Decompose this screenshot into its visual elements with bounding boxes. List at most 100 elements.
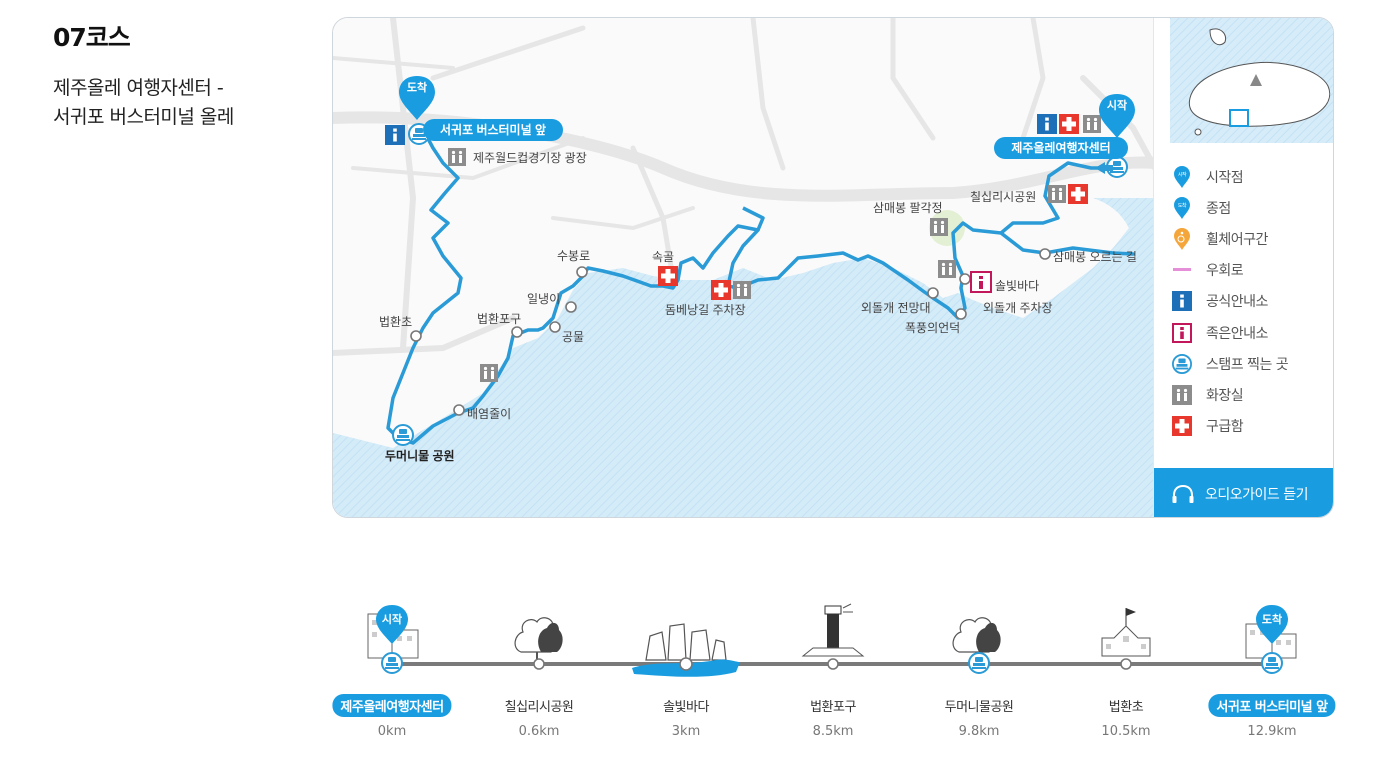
jeju-overview-map — [1170, 18, 1333, 143]
wheelchair-icon — [1172, 227, 1192, 250]
svg-text:시작: 시작 — [1178, 171, 1187, 178]
place-labels: 제주월드컵경기장 광장 법환초 법환포구 일냉이 수봉로 공물 속골 돔베낭길 … — [379, 151, 1137, 463]
stop-distance: 3km — [671, 724, 701, 739]
legend-item-toilet: 화장실 — [1172, 379, 1288, 410]
stop-distance: 10.5km — [1101, 724, 1151, 739]
legend-label: 화장실 — [1206, 387, 1244, 404]
stop-name: 법환포구 — [810, 700, 856, 715]
place-subongro: 수봉로 — [557, 249, 590, 263]
stamp-icon — [1172, 353, 1192, 374]
stop-dumeonimul[interactable]: 두머니물공원 9.8km — [899, 590, 1059, 750]
legend-item-end: 도착 종점 — [1172, 192, 1288, 223]
headphones-icon — [1171, 484, 1195, 504]
stop-solbitbada[interactable]: 솔빛바다 3km — [606, 590, 766, 750]
stop-beophwanpogu[interactable]: 법환포구 8.5km — [753, 590, 913, 750]
place-ilnaengi: 일냉이 — [527, 292, 560, 306]
place-baeyeomjuri: 배염줄이 — [467, 407, 511, 421]
jeju-island-outline — [1188, 61, 1331, 127]
legend-label: 공식안내소 — [1206, 294, 1268, 311]
facility-icons — [385, 114, 1128, 446]
legend-label: 구급함 — [1206, 419, 1244, 436]
legend-item-wheelchair: 휠체어구간 — [1172, 223, 1288, 254]
stop-start[interactable]: 시작 제주올레여행자센터 0km — [312, 590, 472, 750]
forest-illustration — [952, 617, 1001, 674]
stop-distance: 12.9km — [1247, 724, 1297, 739]
building-illustration: 시작 — [367, 605, 419, 674]
stop-chilsimni[interactable]: 칠십리시공원 0.6km — [459, 590, 619, 750]
legend-label: 휠체어구간 — [1206, 231, 1268, 248]
legend-label: 스탬프 찍는 곳 — [1206, 356, 1289, 373]
stop-name: 솔빛바다 — [663, 700, 709, 715]
place-samaebong-road: 삼매봉 오르는 길 — [1053, 250, 1137, 264]
place-solbitbada: 솔빛바다 — [995, 279, 1039, 293]
place-beophwanpogu: 법환포구 — [477, 312, 521, 326]
stop-name: 칠십리시공원 — [504, 700, 574, 715]
legend-item-detour: 우회로 — [1172, 255, 1288, 286]
official-info-icon — [1172, 291, 1192, 312]
legend-item-first-aid: 구급함 — [1172, 411, 1288, 442]
place-sokgol: 속골 — [652, 250, 674, 264]
building-illustration: 도착 — [1245, 605, 1297, 674]
course-subtitle: 제주올레 여행자센터 - 서귀포 버스터미널 올레 — [53, 74, 234, 132]
place-dombenang: 돔베낭길 주차장 — [665, 303, 746, 317]
map-end-badge: 도착 — [407, 80, 427, 94]
place-beophwancho: 법환초 — [379, 315, 412, 329]
subtitle-line-2: 서귀포 버스터미널 올레 — [53, 106, 234, 128]
toilet-icon — [1172, 384, 1192, 405]
legend-item-stamp: 스탬프 찍는 곳 — [1172, 348, 1289, 379]
start-pin-icon: 시작 — [1172, 165, 1192, 188]
sea-area — [333, 218, 1155, 517]
map-canvas[interactable]: 시작 제주올레여행자센터 도착 서귀포 버스터미널 앞 제주월드컵경기장 광장 … — [333, 18, 1155, 518]
audio-guide-button[interactable]: 오디오가이드 듣기 — [1154, 468, 1333, 517]
legend-label: 종점 — [1206, 200, 1231, 217]
lighthouse-illustration — [801, 603, 865, 670]
strip-end-badge: 도착 — [1262, 612, 1282, 626]
place-worldcup: 제주월드컵경기장 광장 — [473, 151, 587, 165]
place-gongmul: 공물 — [562, 330, 584, 344]
legend-item-official-info: 공식안내소 — [1172, 286, 1288, 317]
place-dumeonimul: 두머니물 공원 — [385, 448, 455, 463]
subtitle-line-1: 제주올레 여행자센터 - — [53, 77, 224, 99]
end-pin-icon: 도착 — [1172, 196, 1192, 219]
legend-label: 시작점 — [1206, 169, 1244, 186]
stop-name: 법환초 — [1108, 700, 1144, 715]
map-start-label: 제주올레여행자센터 — [1011, 140, 1110, 155]
stop-name: 두머니물공원 — [944, 700, 1014, 715]
stop-beophwancho[interactable]: 법환초 10.5km — [1046, 590, 1206, 750]
course-title: 07코스 — [53, 23, 131, 52]
detour-line-icon — [1172, 260, 1192, 280]
stop-name: 서귀포 버스터미널 앞 — [1208, 694, 1336, 717]
map-end-label: 서귀포 버스터미널 앞 — [440, 122, 546, 137]
stop-name: 제주올레여행자센터 — [332, 694, 452, 717]
stop-distance: 8.5km — [812, 724, 854, 739]
place-oedolgae-view: 외돌개 전망대 — [861, 301, 931, 315]
place-chilsimni: 칠십리시공원 — [970, 190, 1036, 204]
legend-label: 족은안내소 — [1206, 325, 1268, 342]
place-samaebong-pavilion: 삼매봉 팔각정 — [873, 201, 943, 215]
course-map[interactable]: 시작 제주올레여행자센터 도착 서귀포 버스터미널 앞 제주월드컵경기장 광장 … — [332, 17, 1334, 518]
stop-distance: 0km — [377, 724, 407, 739]
first-aid-icon — [1172, 416, 1192, 437]
route-line — [386, 131, 1135, 445]
course-progress-strip: 시작 제주올레여행자센터 0km 칠십리시공원 0.6km 솔빛바다 3km — [332, 590, 1336, 750]
strip-start-badge: 시작 — [382, 612, 402, 626]
stop-end[interactable]: 도착 서귀포 버스터미널 앞 12.9km — [1192, 590, 1352, 750]
legend-item-start: 시작 시작점 — [1172, 161, 1288, 192]
svg-text:도착: 도착 — [1178, 202, 1187, 209]
stop-distance: 0.6km — [518, 724, 560, 739]
small-info-icon — [1172, 322, 1192, 343]
audio-guide-label: 오디오가이드 듣기 — [1205, 486, 1309, 503]
legend-item-small-info: 족은안내소 — [1172, 317, 1288, 348]
legend-label: 우회로 — [1206, 263, 1244, 280]
start-marker: 시작 제주올레여행자센터 — [994, 94, 1135, 159]
sea-rocks-illustration — [632, 623, 740, 677]
end-marker: 도착 서귀포 버스터미널 앞 — [399, 76, 563, 141]
place-storm-hill: 폭풍의언덕 — [905, 321, 960, 335]
map-legend: 시작 시작점 도착 종점 휠체어구간 우회로 공식안내소 족은안내소 — [1172, 161, 1289, 442]
place-oedolgae-parking: 외돌개 주차장 — [983, 301, 1053, 315]
stop-distance: 9.8km — [958, 724, 1000, 739]
map-start-badge: 시작 — [1107, 98, 1127, 112]
school-illustration — [1101, 608, 1151, 670]
tree-illustration — [514, 617, 563, 670]
course-area-marker — [1229, 109, 1249, 127]
